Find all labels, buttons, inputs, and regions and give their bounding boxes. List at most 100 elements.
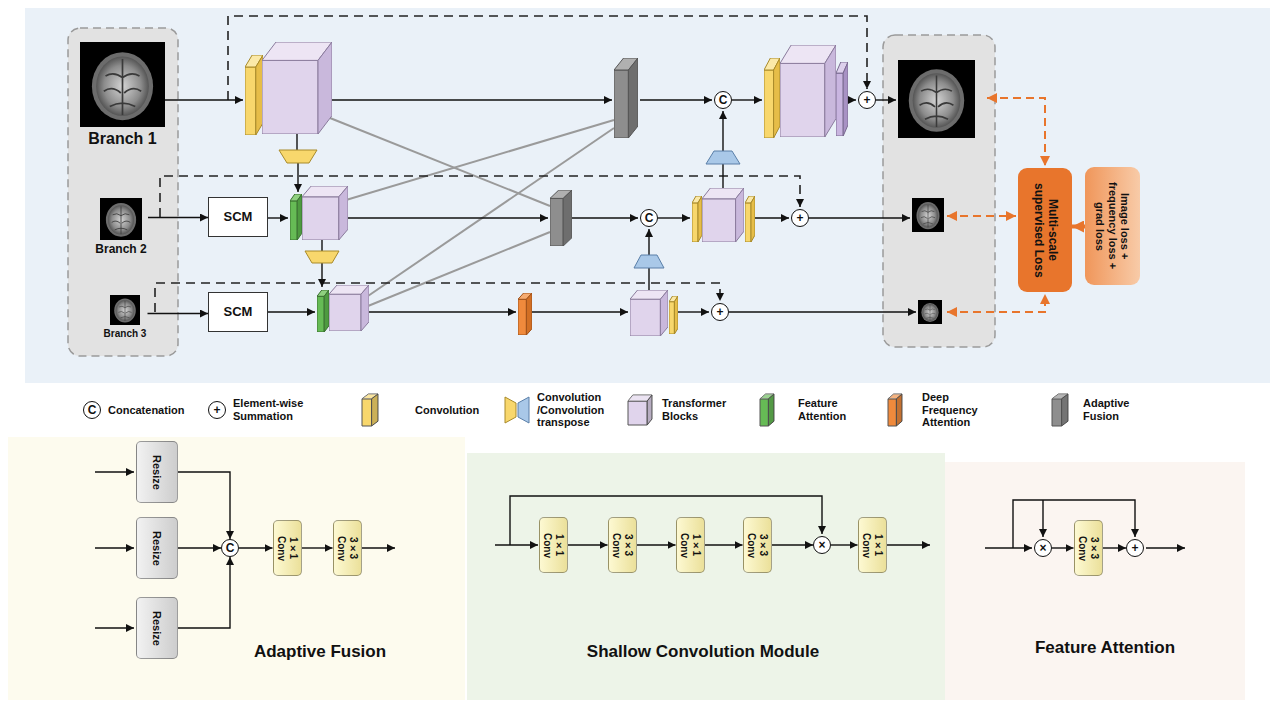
conv-box: 1×1 Conv [273,520,302,576]
legend-item: Convolution [415,404,479,417]
conv-box: 3×3 Conv [608,517,637,573]
module-panel: Shallow Convolution Module1×1 Conv3×3 Co… [467,453,945,700]
data-flow-line [268,217,288,218]
sum-circle: + [791,209,809,227]
network-block [245,55,263,135]
sum-circle: + [858,91,876,109]
node-label: × [818,539,825,551]
legend-swatch [888,394,902,426]
legend-item: Concatenation [108,404,184,417]
mri-image [912,198,944,232]
node-label: 1×1 Conv [861,522,884,568]
data-flow-line [95,100,1185,628]
data-flow-line [722,111,723,151]
legend-item: Element-wise Summation [233,397,313,422]
mri-image [80,42,975,325]
connector [705,544,743,545]
data-flow-line [572,217,638,218]
legend-item: Deep Frequency Attention [922,391,992,429]
sampling-block [279,150,740,423]
legend-swatch [372,394,378,426]
data-flow-line [348,217,548,218]
data-flow-line [321,240,322,251]
legend-swatch [896,394,902,426]
data-flow-line [165,99,243,100]
sum-circle: + [1126,539,1144,557]
legend-item: Adaptive Fusion [1083,397,1153,422]
legend-symbol-text: C [88,404,97,416]
node-label: × [1039,542,1046,554]
module-panel: Feature Attention×3×3 Conv+ [945,462,1245,700]
legend-text: Feature Attention [798,397,863,422]
node-label: 1×1 Conv [679,522,702,568]
node-label: + [863,94,870,106]
connector [568,544,608,545]
node-label: 3×3 Conv [336,525,359,571]
connector [302,547,333,548]
background-panel [883,35,995,347]
data-flow-line [848,99,856,100]
legend-swatch [1062,394,1068,426]
node-label: Resize [151,531,164,566]
node-label: C [645,212,654,224]
scm-box: SCM [208,197,268,237]
network-block [614,58,638,138]
connector [831,544,858,545]
network-block [702,188,744,242]
background-panel [68,28,178,356]
legend-symbol-text: + [213,404,220,416]
network-block [550,190,572,246]
resize-box: Resize [136,441,178,503]
mri-image [80,42,165,127]
network-block [836,62,848,136]
node-label: Branch 3 [103,328,148,340]
network-block [329,285,369,331]
node-label: Resize [151,455,164,490]
data-flow-line [532,311,628,312]
legend-text: Concatenation [108,404,184,417]
supervision-arrow [947,215,1016,217]
data-flow-line [809,217,910,218]
feature-crosslink [368,128,614,296]
scm-box: SCM [208,292,268,332]
mri-image [100,198,142,240]
module-panel: Adaptive FusionResizeResizeResizeC1×1 Co… [8,437,465,700]
sampling-block [279,150,317,163]
feature-crosslink [330,118,614,306]
data-flow-line [332,99,612,100]
network-block [245,42,848,336]
network-block [669,296,678,334]
node-label: Resize [151,611,164,646]
legend-text: Element-wise Summation [233,397,313,422]
node-label: 1×1 Conv [542,522,565,568]
node-label: Multi-scale supervised Loss [1031,172,1059,288]
connector [148,217,208,218]
mri-image [110,295,140,325]
loss-terms-box: Image loss + frequency loss + grad loss [1085,167,1140,285]
legend-symbol: C [83,401,101,419]
supervision-arrow [987,98,1045,166]
data-flow-line [887,544,930,545]
legend-swatch [760,394,774,426]
connector [637,544,676,545]
mri-image [898,60,975,138]
sampling-block [706,151,740,164]
connector [1103,547,1127,548]
legend-swatch [362,394,378,426]
legend-item: Transformer Blocks [662,397,737,422]
network-block [692,196,702,242]
sampling-block [634,255,664,268]
feature-crosslink [346,120,614,200]
connector [772,544,814,545]
node-label: + [716,306,723,318]
network-block [764,58,780,138]
background-panel [467,453,945,700]
node-label: SCM [224,305,253,320]
legend-text: Deep Frequency Attention [922,391,992,429]
resize-box: Resize [136,517,178,579]
panel-title: Feature Attention [1035,638,1175,658]
data-flow-line [648,229,649,255]
